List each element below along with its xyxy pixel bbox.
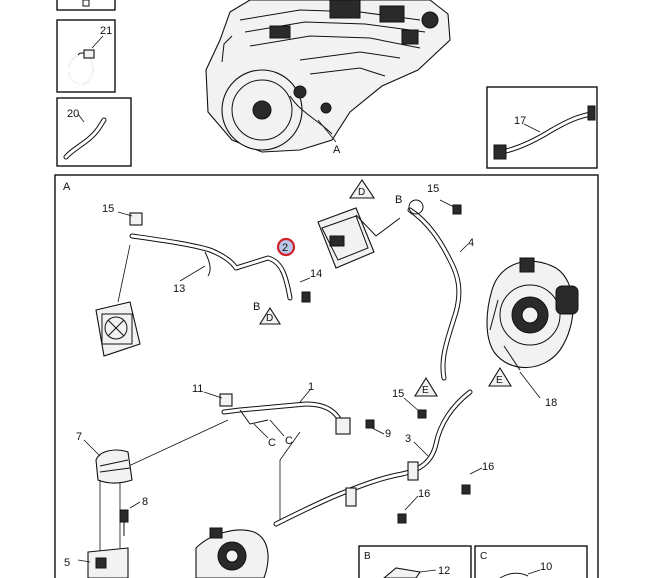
callout-2: 2 [282, 242, 288, 254]
inset-box-c-label: C [480, 551, 487, 562]
callout-2-highlight [276, 237, 296, 257]
part-box-17: 17 [486, 86, 598, 169]
callout-9: 9 [385, 428, 391, 440]
triangle-e-left: E [422, 385, 429, 396]
harness-3: 15 3 16 16 [273, 388, 494, 527]
triangle-e-right: E [496, 375, 503, 386]
callout-13: 13 [173, 283, 185, 295]
bolt-icon [119, 509, 129, 523]
callout-12: 12 [438, 565, 450, 577]
bolt-icon [461, 484, 471, 495]
callout-17: 17 [514, 115, 526, 127]
harness-4: B 15 4 E [395, 183, 474, 397]
label-c-right: C [285, 435, 293, 447]
callout-21: 21 [100, 25, 112, 37]
callout-16-lower: 16 [418, 488, 430, 500]
callout-14: 14 [310, 268, 322, 280]
bolt-icon [301, 291, 311, 303]
section-a-label: A [63, 181, 71, 193]
callout-8: 8 [142, 496, 148, 508]
callout-15-left: 15 [102, 203, 114, 215]
starter-motor [195, 527, 269, 578]
triangle-d-bottom: D [266, 313, 273, 324]
callout-15-top: 15 [427, 183, 439, 195]
intercooler-module [95, 244, 141, 357]
clip-icon [219, 393, 233, 407]
part-box-20: 20 [56, 97, 132, 167]
part-box-top-partial [56, 0, 116, 11]
clip-icon [83, 49, 95, 59]
callout-18: 18 [545, 397, 557, 409]
engine-illustration: A [205, 0, 451, 156]
clip-icon [129, 212, 143, 226]
label-c-left: C [268, 437, 276, 449]
callout-16-right: 16 [482, 461, 494, 473]
callout-4: 4 [468, 237, 474, 249]
callout-7: 7 [76, 431, 82, 443]
label-b-left: B [253, 301, 260, 313]
section-a-frame [54, 174, 599, 578]
harness-1: 11 1 9 C C [119, 381, 391, 560]
control-module: D [317, 179, 401, 269]
connector-icon [493, 144, 507, 160]
harness-2: 15 2 13 14 B D [95, 203, 322, 357]
callout-5: 5 [64, 557, 70, 569]
bolt-icon [397, 513, 407, 524]
inset-box-b: B 12 [358, 545, 472, 578]
inset-box-b-label: B [364, 551, 371, 562]
callout-10: 10 [540, 561, 552, 573]
callout-11: 11 [192, 383, 203, 395]
triangle-d-top: D [358, 187, 365, 198]
callout-20: 20 [67, 108, 79, 120]
part-box-21: 21 [56, 19, 116, 93]
bolt-8: 8 [119, 496, 148, 536]
callout-3: 3 [405, 433, 411, 445]
label-b-top: B [395, 194, 402, 206]
engine-label-a: A [333, 144, 341, 156]
alternator-18: 18 E [486, 257, 579, 409]
callout-15-mid: 15 [392, 388, 404, 400]
bolt-icon [417, 409, 427, 419]
bolt-icon [452, 204, 462, 215]
bracket-5: 5 [64, 547, 129, 578]
inset-box-c: C 10 [474, 545, 588, 578]
duct-7: 7 [76, 431, 133, 560]
bolt-icon [365, 419, 375, 429]
callout-1: 1 [308, 381, 314, 393]
